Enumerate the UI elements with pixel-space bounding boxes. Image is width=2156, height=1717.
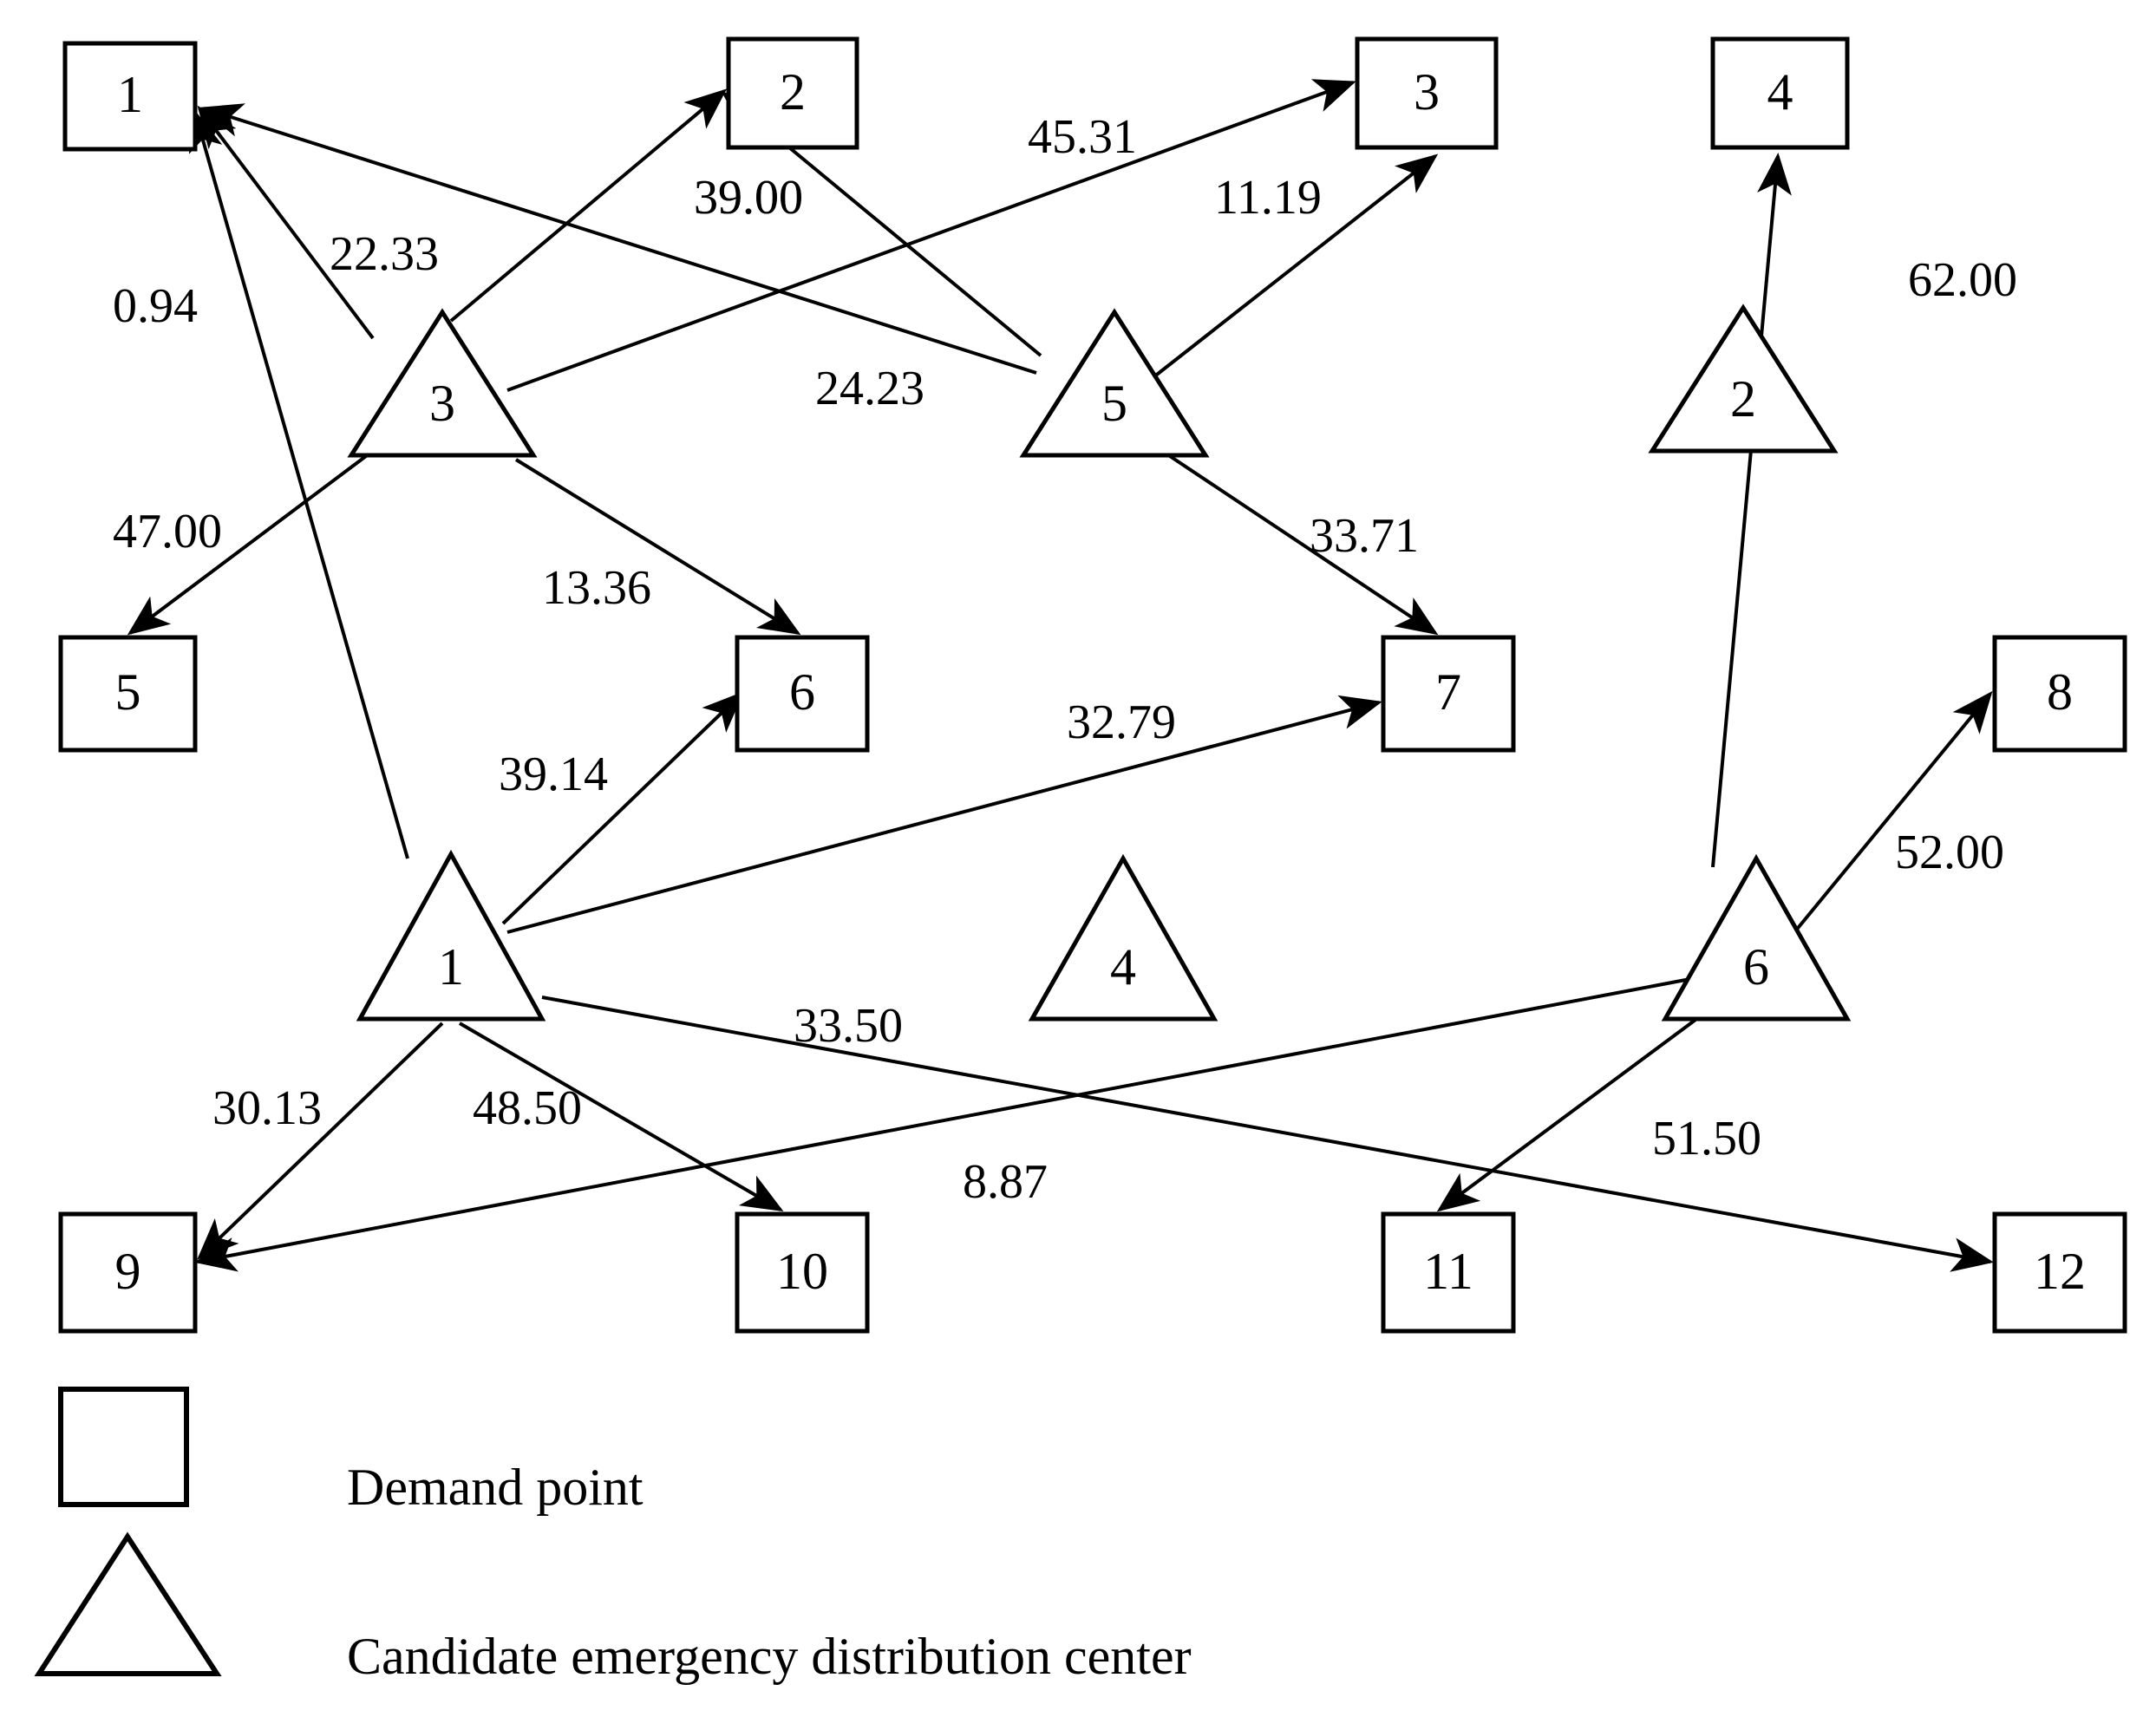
demand-point-label-6: 6: [789, 663, 815, 721]
candidate-center-5[interactable]: [1019, 308, 1210, 458]
demand-point-9[interactable]: [58, 1211, 198, 1334]
edge-weight-label: 51.50: [1652, 1112, 1761, 1165]
legend-label-candidate-center: Candidate emergency distribution center: [347, 1628, 1192, 1685]
demand-point-label-10: 10: [776, 1242, 828, 1300]
edge-center-1-to-demand-10: [458, 1022, 784, 1212]
candidate-center-label-4: 4: [1110, 938, 1136, 996]
demand-point-11[interactable]: [1381, 1211, 1516, 1334]
edge-weight-label: 45.31: [1028, 110, 1137, 164]
edge-weight-label: 62.00: [1908, 253, 2017, 307]
demand-point-label-8: 8: [2047, 663, 2073, 721]
edge-center-1-to-demand-12: [541, 996, 1994, 1272]
edge-weight-label: 33.50: [794, 999, 903, 1053]
demand-point-1[interactable]: [62, 41, 198, 152]
edge-center-3-to-demand-2: [449, 88, 728, 323]
edge-center-6-to-demand-8: [1789, 690, 1993, 938]
edge-center-6-to-demand-11: [1436, 996, 1728, 1212]
edge-center-1-to-demand-1: [188, 109, 409, 859]
edge-center-1-to-demand-7: [506, 695, 1382, 934]
candidate-center-3[interactable]: [347, 308, 538, 458]
edge-weight-label: 32.79: [1067, 695, 1176, 749]
edges-group: [127, 79, 1994, 1272]
demand-point-label-9: 9: [114, 1242, 141, 1300]
legend-triangle-icon: [34, 1531, 222, 1676]
legend-square-icon: [58, 1387, 189, 1507]
demand-point-4[interactable]: [1710, 36, 1850, 150]
edge-weight-label: 48.50: [473, 1081, 582, 1135]
edge-center-5-to-demand-7: [1160, 449, 1439, 636]
legend-shapes-group: [34, 1387, 222, 1676]
edge-center-1-to-demand-9: [197, 1022, 444, 1260]
demand-point-5[interactable]: [58, 635, 198, 753]
edge-weight-label: 13.36: [542, 561, 651, 615]
edge-weight-label: 8.87: [963, 1155, 1048, 1209]
candidate-center-6[interactable]: [1661, 853, 1852, 1022]
edge-center-3-to-demand-1: [197, 105, 375, 340]
edge-center-3-to-demand-3: [506, 79, 1356, 392]
nodes-group: [58, 36, 2127, 1334]
edge-center-5-to-demand-1: [200, 103, 1037, 375]
demand-point-label-1: 1: [117, 66, 143, 123]
demand-point-label-3: 3: [1414, 62, 1440, 121]
demand-point-2[interactable]: [726, 36, 859, 150]
edge-center-6-to-demand-4: [1711, 153, 1792, 868]
demand-point-3[interactable]: [1355, 36, 1499, 150]
demand-point-6[interactable]: [735, 635, 870, 753]
edge-weight-label: 52.00: [1895, 826, 2004, 879]
edge-weight-label: 33.71: [1310, 509, 1419, 563]
candidate-center-label-5: 5: [1101, 375, 1127, 432]
candidate-center-label-2: 2: [1730, 370, 1756, 428]
edge-weight-label: 0.94: [113, 279, 198, 333]
demand-point-12[interactable]: [1992, 1211, 2127, 1334]
demand-point-label-5: 5: [114, 663, 141, 721]
candidate-center-2[interactable]: [1648, 304, 1839, 454]
edge-center-5-to-demand-3: [1152, 153, 1439, 379]
demand-point-10[interactable]: [735, 1211, 870, 1334]
edge-center-3-to-demand-5: [127, 449, 375, 636]
edge-weight-label: 39.00: [694, 171, 803, 225]
edge-center-1-to-demand-6: [501, 691, 744, 925]
demand-point-label-11: 11: [1423, 1242, 1473, 1300]
candidate-center-1[interactable]: [356, 849, 546, 1022]
candidate-center-label-6: 6: [1743, 938, 1769, 996]
demand-point-label-12: 12: [2034, 1242, 2086, 1300]
candidate-center-label-1: 1: [438, 938, 464, 996]
edge-center-6-to-demand-9: [194, 974, 1709, 1272]
edge-weight-label: 39.14: [499, 748, 608, 801]
candidate-center-4[interactable]: [1028, 853, 1218, 1022]
edge-weight-label: 30.13: [212, 1081, 322, 1135]
demand-point-8[interactable]: [1992, 635, 2127, 753]
demand-point-7[interactable]: [1381, 635, 1516, 753]
demand-point-label-4: 4: [1767, 62, 1793, 121]
edge-weight-label: 47.00: [113, 505, 222, 558]
edge-center-3-to-demand-6: [514, 458, 801, 636]
candidate-center-label-3: 3: [429, 375, 455, 432]
edge-weight-label: 11.19: [1214, 171, 1322, 225]
demand-point-label-2: 2: [780, 62, 806, 121]
edge-weight-label: 22.33: [330, 227, 439, 281]
legend-label-demand-point: Demand point: [347, 1459, 644, 1516]
edge-weight-label: 39.00: [694, 171, 803, 225]
edge-weight-label: 24.23: [815, 362, 924, 415]
demand-point-label-7: 7: [1435, 663, 1461, 721]
